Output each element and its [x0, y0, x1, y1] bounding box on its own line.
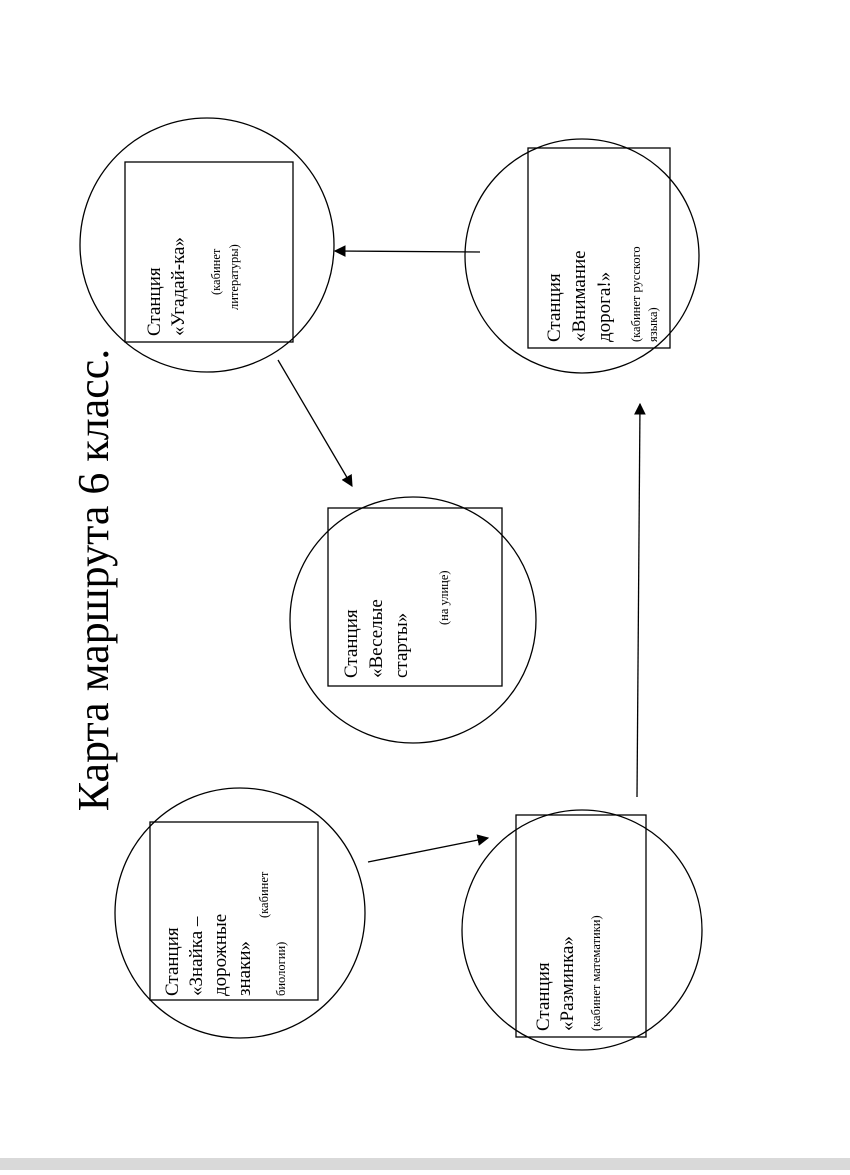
svg-text:Станция «Веселые: Станция «Веселые старты»: [341, 594, 412, 678]
station-znaika-line-3: дорожные: [210, 914, 231, 996]
station-razminka-note-1: (кабинет математики): [589, 915, 603, 1031]
route-arrow-razminka-to-vnimanie: [634, 402, 646, 798]
svg-text:(кабинет: (кабинет: [257, 871, 271, 918]
station-znaika-note-1: (кабинет: [257, 871, 271, 918]
station-vnimanie-note-1: (кабинет русского: [629, 246, 643, 342]
svg-text:Станция «Внимание: Станция «Внимание дорога!»: [544, 246, 615, 342]
station-znaika-line-1: Станция: [162, 927, 183, 996]
svg-text:Станция «Разминка»: Станция «Разминка»: [533, 936, 578, 1031]
station-veselye: Станция «Веселые старты» (на улице): [289, 496, 537, 744]
station-znaika-line-4: знаки»: [234, 941, 255, 996]
station-razminka-line-1: Станция: [533, 962, 554, 1031]
svg-text:(кабинет русского язык: (кабинет русского языка): [629, 243, 660, 342]
station-ugadai-line-1: Станция: [144, 267, 165, 336]
station-vnimanie: Станция «Внимание дорога!» (кабинет русс…: [464, 138, 700, 374]
route-arrow-ugadai-to-veselye: [277, 359, 353, 488]
station-razminka: Станция «Разминка» (кабинет математики): [461, 809, 703, 1051]
svg-text:литературы): литературы): [227, 244, 241, 310]
station-znaika-line-2: «Знайка –: [186, 916, 207, 996]
route-arrow-vnimanie-to-ugadai: [333, 245, 481, 257]
svg-text:(на улице): (на улице): [437, 570, 451, 625]
scan-bottom-edge: [0, 1158, 850, 1170]
station-razminka-line-2: «Разминка»: [557, 936, 578, 1031]
route-arrow-znaika-to-razminka: [367, 834, 490, 863]
station-vnimanie-line-2: «Внимание: [569, 250, 590, 342]
station-veselye-line-3: старты»: [391, 613, 412, 678]
station-veselye-line-2: «Веселые: [366, 599, 387, 678]
station-veselye-line-1: Станция: [341, 609, 362, 678]
station-znaika: Станция «Знайка – дорожные знаки» (кабин…: [114, 787, 366, 1039]
station-ugadai-line-2: «Угадай-ка»: [168, 237, 189, 336]
station-znaika-note-2: биологии): [274, 942, 288, 996]
station-ugadai: Станция «Угадай-ка» (кабинет литературы): [79, 117, 335, 373]
svg-text:Станция «Знайка –: Станция «Знайка – дорожные знаки»: [162, 909, 255, 996]
station-veselye-note-1: (на улице): [437, 570, 451, 625]
svg-text:(кабинет: (кабинет: [209, 248, 223, 295]
station-vnimanie-line-3: дорога!»: [594, 272, 615, 342]
station-ugadai-note-1: (кабинет: [209, 248, 223, 295]
station-vnimanie-note-2: языка): [646, 307, 660, 342]
station-vnimanie-line-1: Станция: [544, 273, 565, 342]
svg-text:(кабинет математики): (кабинет математики): [589, 915, 603, 1031]
page-title: Карта маршрута 6 класс.: [69, 349, 118, 812]
station-ugadai-note-2: литературы): [227, 244, 241, 310]
svg-text:Станция «Угадай-ка»: Станция «Угадай-ка»: [144, 237, 189, 336]
svg-text:биологии): биологии): [274, 942, 288, 996]
